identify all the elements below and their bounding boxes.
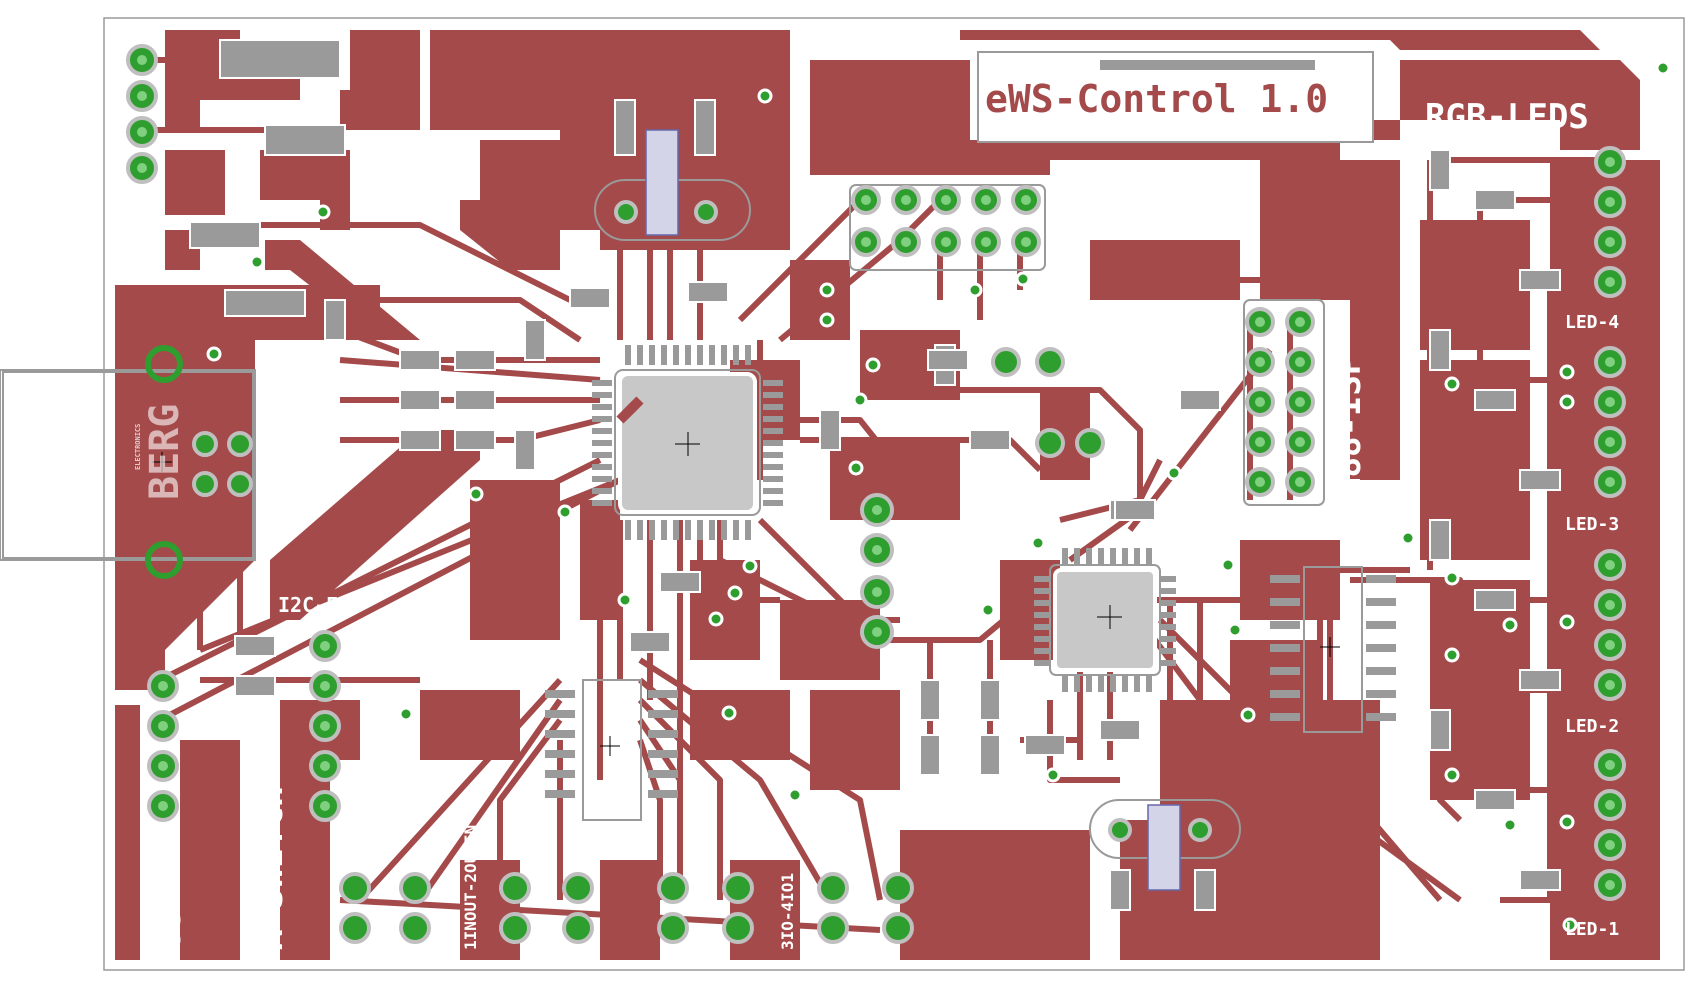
mcu-m88 bbox=[1053, 568, 1157, 672]
m32-isp-label: M32-ISP bbox=[1058, 201, 1201, 241]
crystals bbox=[645, 129, 1181, 891]
usb-p-label: USB-P bbox=[149, 848, 189, 950]
a-switch-label: A-SWITCH bbox=[251, 786, 291, 950]
nc-label: NC! bbox=[131, 226, 166, 280]
io-label: 3IO-4IO1 bbox=[778, 873, 797, 950]
led3-label: LED-3 bbox=[1565, 514, 1619, 535]
board-title: eWS-Control 1.0 bbox=[985, 77, 1328, 121]
centre-marks bbox=[152, 432, 1340, 756]
i2c-exp-label: I2C-EXP bbox=[278, 593, 362, 617]
usb-connector bbox=[2, 371, 254, 559]
title-bar-graphic bbox=[1100, 60, 1315, 70]
inout-label: 1INOUT-2OUTIN bbox=[461, 825, 480, 950]
rgb-leds-label: RGB-LEDS bbox=[1425, 97, 1589, 137]
usb-logo-sub: ELECTRONICS bbox=[134, 424, 142, 470]
th-pads bbox=[126, 44, 1671, 944]
smd-pads bbox=[545, 345, 1396, 798]
passives bbox=[189, 39, 1561, 911]
usb-logo-brand: BERG bbox=[142, 404, 188, 500]
led2-label: LED-2 bbox=[1565, 716, 1619, 737]
led1-label: LED-1 bbox=[1565, 919, 1619, 940]
led4-label: LED-4 bbox=[1565, 312, 1619, 333]
m88-isp-label: M88-ISP bbox=[1329, 355, 1369, 498]
